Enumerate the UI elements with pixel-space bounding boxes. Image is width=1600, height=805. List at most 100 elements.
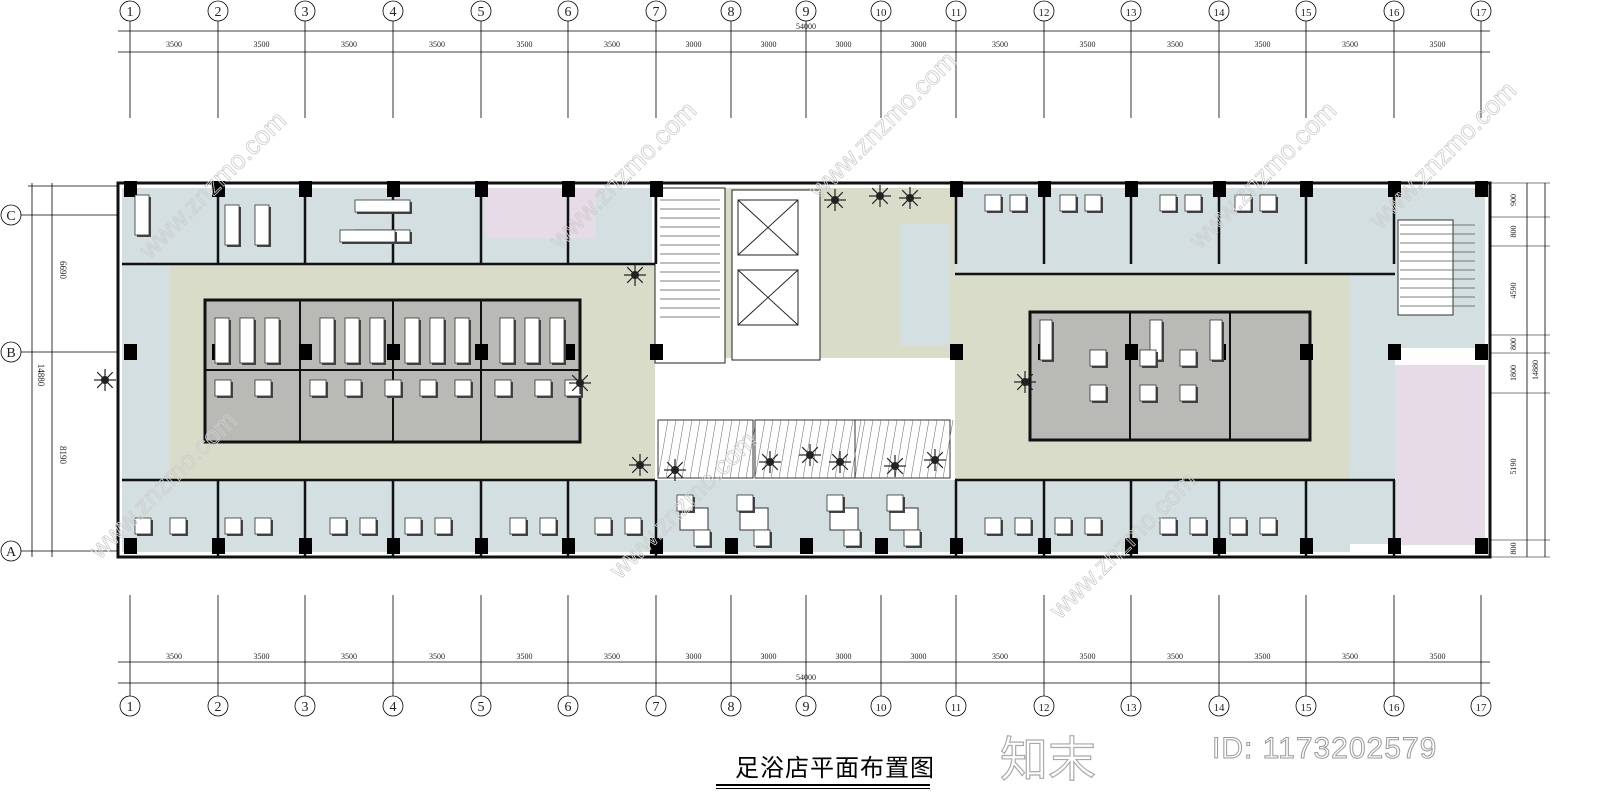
massage-chair	[1014, 517, 1032, 535]
massage-chair	[404, 517, 422, 535]
structural-column	[950, 538, 963, 554]
hatch-line	[681, 419, 693, 479]
plant-icon	[629, 454, 651, 476]
plant-center	[906, 194, 914, 202]
axis-label-12: 12	[1039, 702, 1050, 714]
axis-bubble	[645, 695, 667, 717]
column-spacing-label: 3000	[836, 40, 852, 49]
plant-icon	[759, 451, 781, 473]
plant-icon	[884, 455, 906, 477]
massage-chair	[1084, 517, 1102, 535]
plant-center	[101, 376, 109, 384]
structural-column	[124, 538, 137, 554]
right-passage	[1350, 274, 1395, 544]
structural-column	[1475, 181, 1488, 197]
row-axis-label-A: A	[6, 545, 17, 560]
massage-bed	[239, 317, 255, 364]
structural-column	[1125, 344, 1138, 360]
planter-deck	[854, 419, 951, 479]
massage-bed	[524, 317, 540, 364]
massage-bed	[1209, 319, 1223, 361]
column-spacing-label: 3500	[517, 40, 533, 49]
massage-bed	[549, 317, 565, 364]
planter-deck	[754, 419, 856, 479]
axis-bubble	[470, 0, 492, 22]
massage-chair	[1089, 384, 1107, 402]
column-spacing-label: 3500	[254, 40, 270, 49]
hatch-line	[665, 419, 677, 479]
massage-chair	[1179, 384, 1197, 402]
massage-bed	[429, 317, 445, 364]
axis-bubble	[119, 695, 141, 717]
plant-center	[876, 192, 884, 200]
massage-chair	[134, 517, 152, 535]
axis-label-4: 4	[390, 700, 397, 715]
plant-icon	[829, 451, 851, 473]
row-axis-label-B: B	[6, 346, 15, 361]
hatch-line	[737, 419, 749, 479]
structural-column	[562, 538, 575, 554]
plant-center	[576, 379, 584, 387]
massage-chair	[843, 529, 861, 547]
axis-label-2: 2	[215, 700, 222, 715]
axis-bubble	[1208, 695, 1230, 717]
massage-chair	[1009, 194, 1027, 212]
axis-bubble	[870, 695, 892, 717]
massage-chair	[1139, 384, 1157, 402]
structural-column	[650, 538, 663, 554]
toilet-right	[1395, 365, 1485, 545]
massage-chair	[344, 379, 362, 397]
column-spacing-label: 3000	[911, 40, 927, 49]
plant-icon	[899, 187, 921, 209]
structural-column	[1038, 538, 1051, 554]
hatch-line	[934, 419, 946, 479]
structural-column	[1388, 181, 1401, 197]
column-spacing-label: 3500	[341, 652, 357, 661]
structural-column	[1475, 538, 1488, 554]
massage-chair	[419, 379, 437, 397]
axis-label-15: 15	[1301, 702, 1313, 714]
massage-bed	[454, 317, 470, 364]
column-spacing-label: 3500	[517, 652, 533, 661]
hatch-line	[818, 419, 830, 479]
right-dim-label: 4590	[1509, 283, 1518, 299]
axis-label-13: 13	[1126, 702, 1138, 714]
hatch-line	[778, 419, 790, 479]
hatch-line	[794, 419, 806, 479]
axis-label-15: 15	[1301, 7, 1313, 19]
row-axis-label-C: C	[6, 209, 15, 224]
hatch-line	[705, 419, 717, 479]
massage-bed	[264, 317, 280, 364]
axis-label-5: 5	[478, 700, 485, 715]
axis-bubble	[945, 0, 967, 22]
left-dim-c-b: 6690	[58, 261, 68, 280]
stairwell	[654, 187, 726, 364]
axis-bubble	[945, 695, 967, 717]
plant-icon	[624, 264, 646, 286]
massage-chair	[624, 517, 642, 535]
column-spacing-label: 3500	[1255, 652, 1271, 661]
plant-icon	[94, 369, 116, 391]
massage-chair	[214, 379, 232, 397]
structural-column	[1388, 538, 1401, 554]
hatch-line	[918, 419, 930, 479]
drawing-title: 足浴店平面布置图	[735, 754, 935, 782]
column-spacing-label: 3500	[429, 40, 445, 49]
column-spacing-label: 3500	[429, 652, 445, 661]
axis-bubble	[470, 695, 492, 717]
toilet-top-left	[486, 188, 596, 238]
right-dim-label: 1800	[1509, 365, 1518, 381]
axis-label-1: 1	[127, 700, 134, 715]
massage-chair	[1259, 194, 1277, 212]
axis-label-11: 11	[951, 7, 962, 19]
plant-icon	[569, 372, 591, 394]
massage-chair	[1229, 517, 1247, 535]
massage-bed	[319, 317, 335, 364]
massage-chair	[224, 517, 242, 535]
plant-center	[636, 461, 644, 469]
axis-label-7: 7	[653, 700, 660, 715]
plant-center	[1021, 378, 1029, 386]
structural-column	[562, 181, 575, 197]
axis-bubble	[382, 0, 404, 22]
plant-center	[671, 466, 679, 474]
